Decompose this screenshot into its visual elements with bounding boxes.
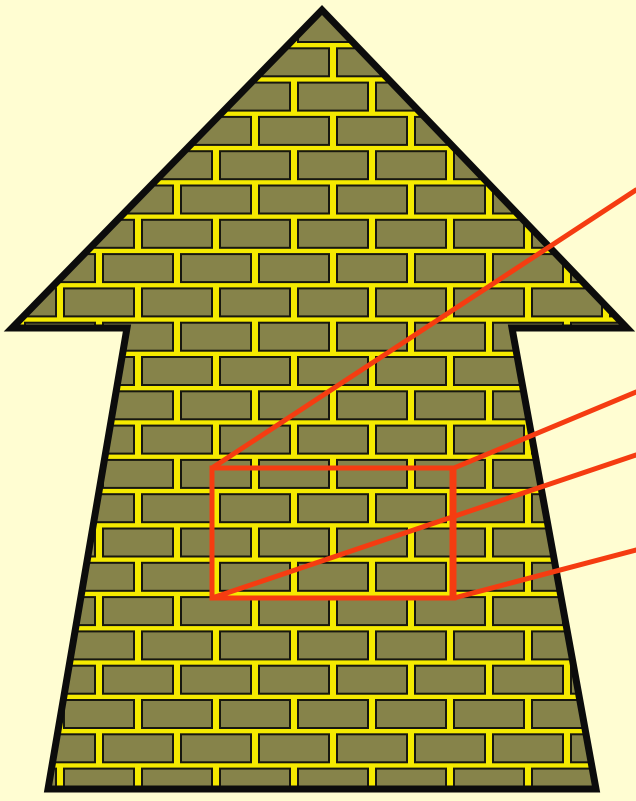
brick [259,529,329,557]
brick [376,494,446,522]
brick [376,357,446,385]
brick [298,151,368,179]
brick [220,151,290,179]
brick [298,631,368,659]
brick [454,631,524,659]
brick [181,254,251,282]
brick [142,357,212,385]
brick [298,288,368,316]
brick [337,597,407,625]
brick [142,700,212,728]
brick [298,700,368,728]
brick [298,426,368,454]
brick [415,186,485,214]
brick [415,666,485,694]
brick [259,734,329,762]
brick [454,220,524,248]
brick [103,529,173,557]
brick [337,186,407,214]
brick [376,426,446,454]
brick-row [0,597,636,625]
brick [415,254,485,282]
brick [142,563,212,591]
brick [376,151,446,179]
brick [220,631,290,659]
brick-row [0,666,636,694]
brick [376,288,446,316]
brick [259,254,329,282]
brick [181,186,251,214]
brick [220,700,290,728]
brick-row [0,700,636,728]
brick [259,323,329,351]
brick [103,597,173,625]
brick [220,288,290,316]
brick [337,254,407,282]
brick-row [0,254,636,282]
brick [142,631,212,659]
brick [259,666,329,694]
brick [298,220,368,248]
brick [181,597,251,625]
brick [337,734,407,762]
brick [376,631,446,659]
brick [259,117,329,145]
brick [181,666,251,694]
brick [181,734,251,762]
brick [259,186,329,214]
brick [493,734,563,762]
brick [415,597,485,625]
brick [142,288,212,316]
brick [64,288,134,316]
brick [298,83,368,111]
brick [220,220,290,248]
brick [415,734,485,762]
brick [103,666,173,694]
brick [259,597,329,625]
brick [103,460,173,488]
brick [220,357,290,385]
brick [376,220,446,248]
brick [64,700,134,728]
brick [454,357,524,385]
brick [337,666,407,694]
brick [376,563,446,591]
brick [376,700,446,728]
brick [142,494,212,522]
brick [337,460,407,488]
brick [493,666,563,694]
brick [181,391,251,419]
brick [259,460,329,488]
brick-row [0,734,636,762]
brick [415,391,485,419]
brick [493,597,563,625]
brick [103,734,173,762]
brick [142,220,212,248]
brick [298,494,368,522]
brick [337,117,407,145]
brick-row [0,631,636,659]
brick [142,426,212,454]
brick-row [0,288,636,316]
brick [181,323,251,351]
brick [103,254,173,282]
brick [337,391,407,419]
brick [454,700,524,728]
brick [220,494,290,522]
brick [181,529,251,557]
brick [454,426,524,454]
